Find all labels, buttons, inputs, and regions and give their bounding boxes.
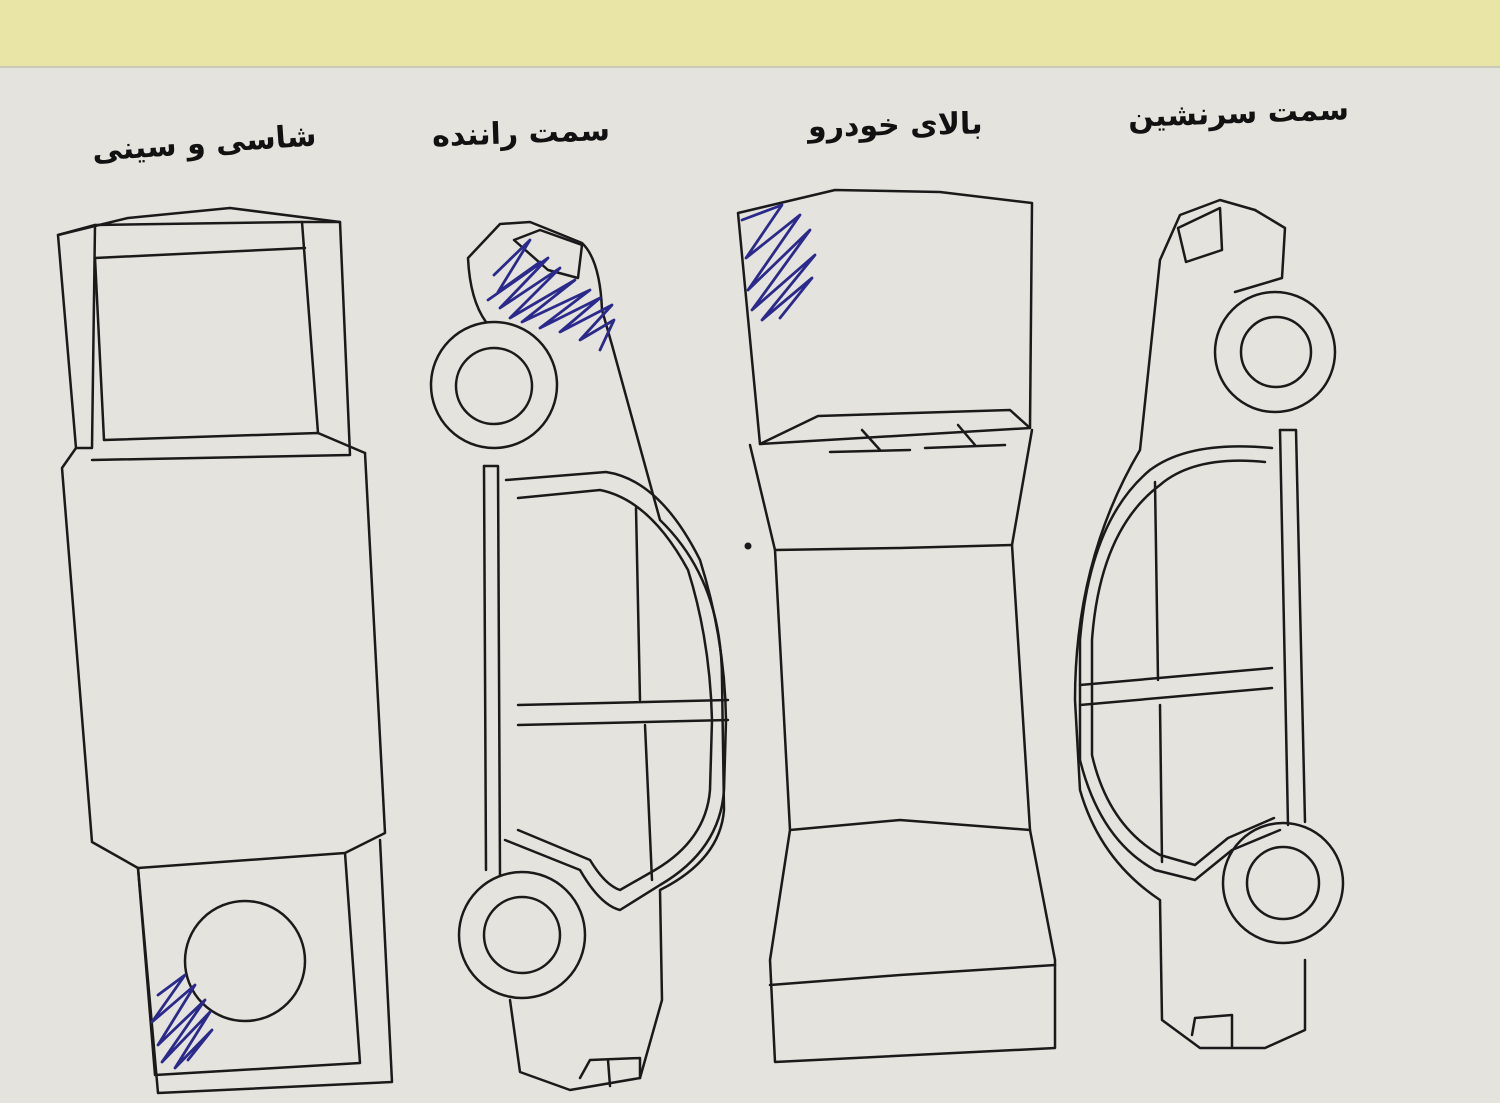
passenger-side-diagram: [1073, 198, 1345, 1050]
damage-mark-roof: [740, 203, 817, 322]
header-strip: [0, 0, 1500, 66]
damage-mark-chassis: [150, 973, 214, 1070]
header-divider: [0, 66, 1500, 68]
chassis-diagram: [56, 206, 394, 1095]
roof-diagram: [736, 188, 1057, 1064]
damage-mark-driver: [486, 238, 616, 352]
driver-side-diagram: [429, 220, 730, 1092]
